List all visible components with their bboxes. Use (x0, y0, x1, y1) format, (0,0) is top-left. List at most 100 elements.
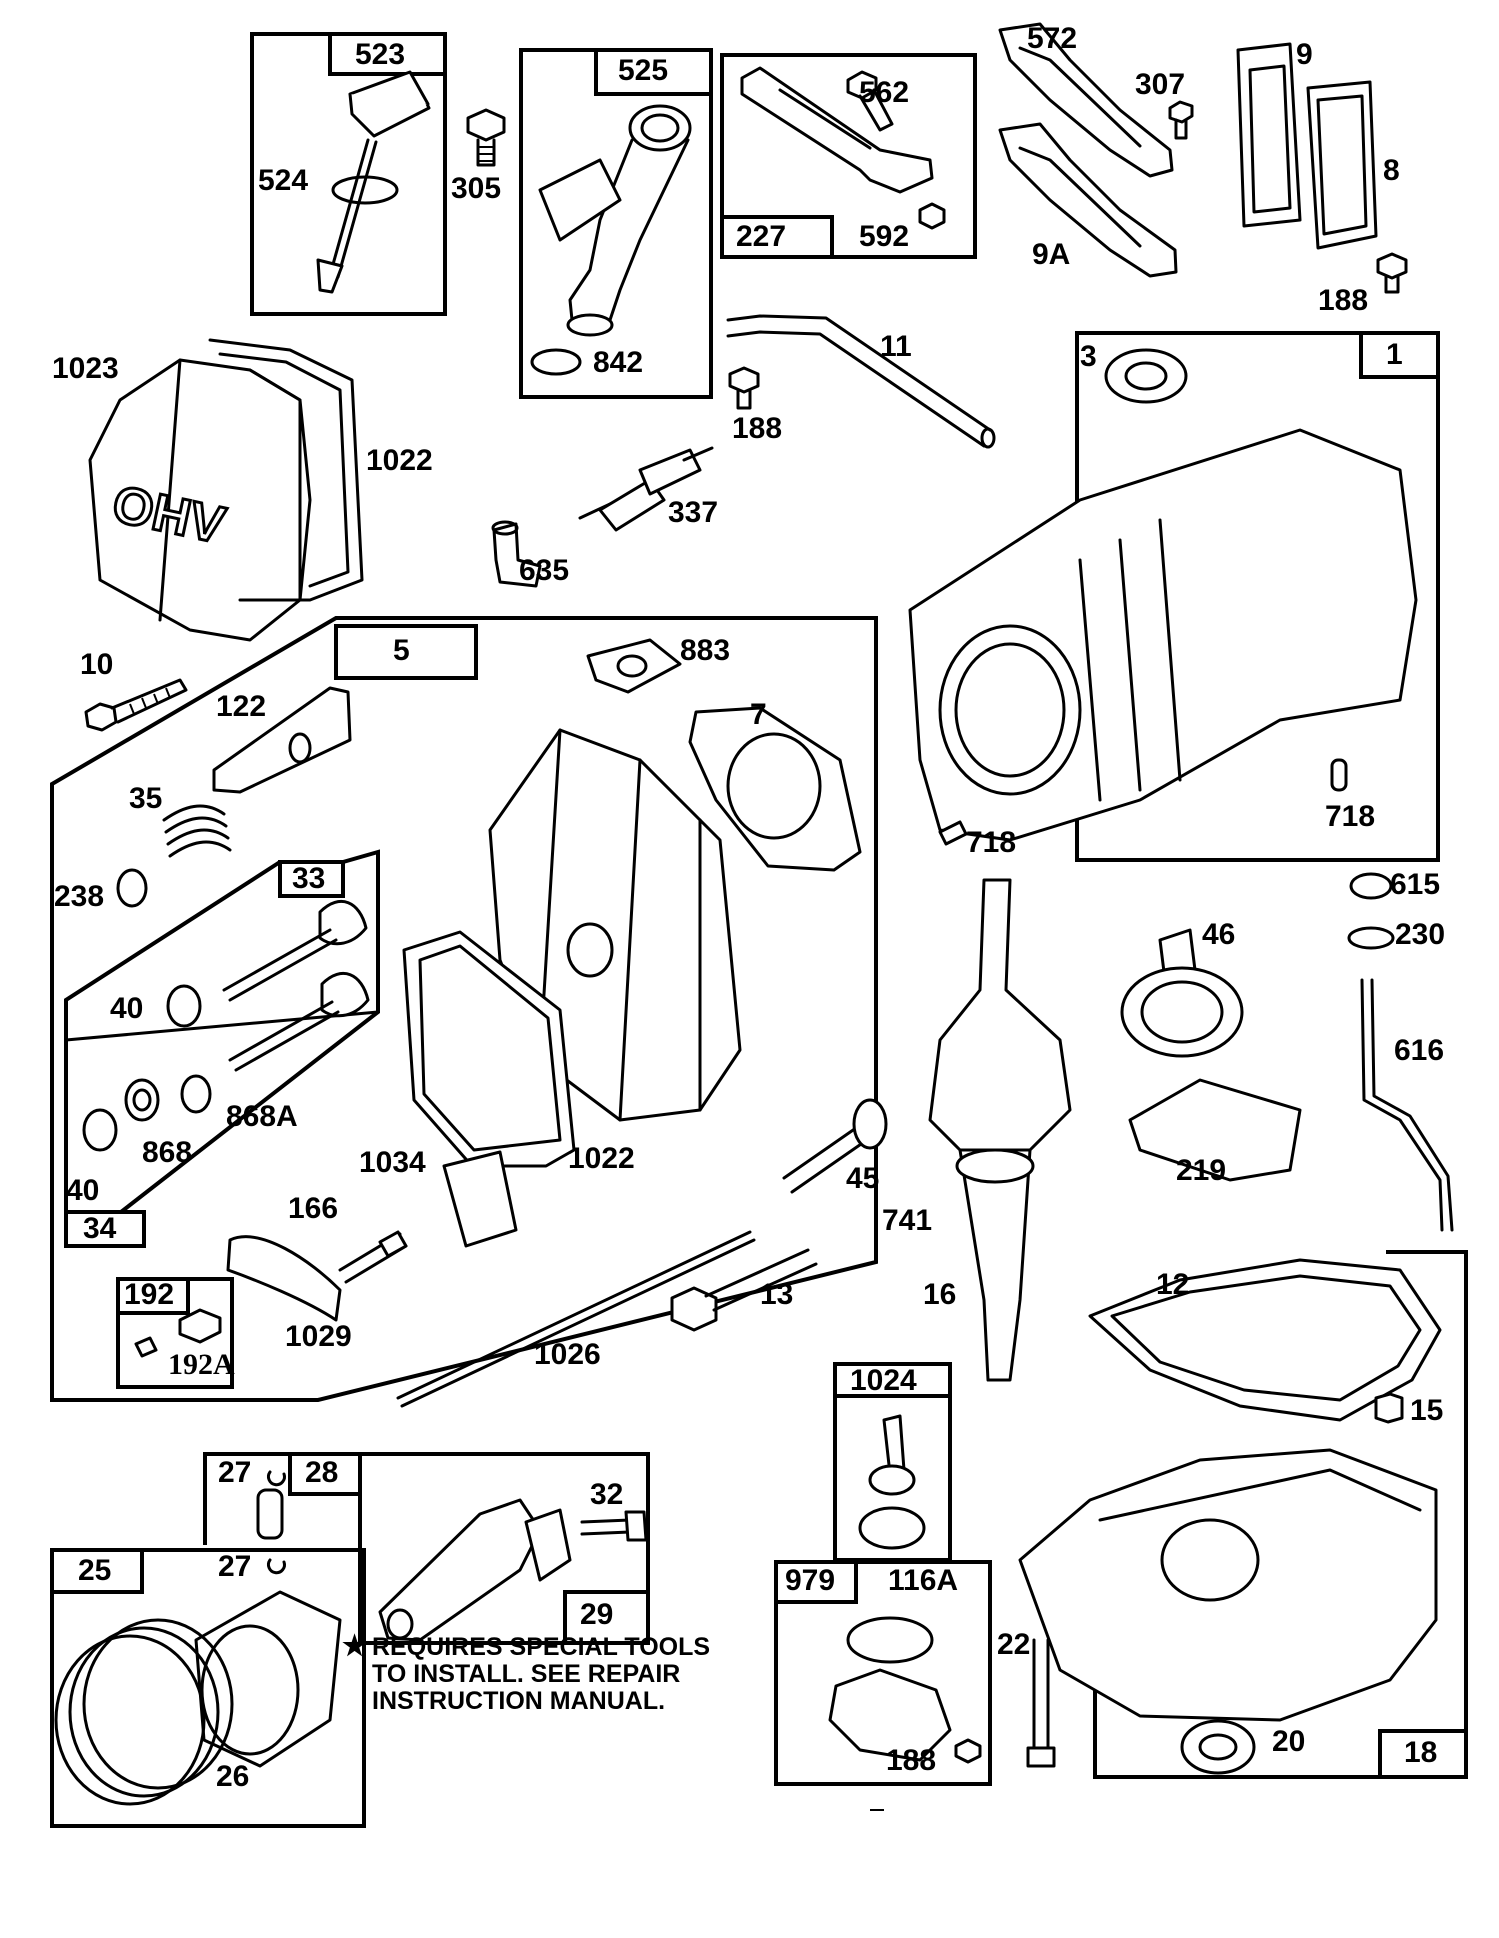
gasket-883-part (586, 638, 682, 694)
label-40-upper: 40 (110, 992, 144, 1025)
plug-15-part (1374, 1392, 1404, 1424)
governor-shaft-616-part (1360, 978, 1454, 1232)
label-718-right: 718 (1325, 800, 1376, 833)
label-227: 227 (736, 220, 787, 253)
cover-979-part (828, 1668, 952, 1762)
gasket-9a-part (998, 122, 1178, 278)
seal-20-part (1180, 1719, 1256, 1775)
label-32: 32 (590, 1478, 624, 1511)
head-gasket-7-part (688, 706, 862, 872)
label-1022-top: 1022 (366, 444, 433, 477)
label-27-upper: 27 (218, 1456, 252, 1489)
label-1029: 1029 (285, 1320, 352, 1353)
label-572: 572 (1027, 22, 1078, 55)
label-22: 22 (997, 1628, 1031, 1661)
note-line-3: INSTRUCTION MANUAL. (372, 1687, 666, 1715)
label-523: 523 (355, 38, 406, 71)
label-33: 33 (292, 862, 326, 895)
connecting-rod-29-part (378, 1498, 572, 1642)
bolt-10-part (84, 678, 188, 732)
nut-192a-part (134, 1336, 158, 1358)
kit-box-33 (64, 849, 380, 1248)
label-1023: 1023 (52, 352, 119, 385)
kit-box-25 (50, 1548, 366, 1828)
camshaft-46-part (1120, 928, 1244, 1058)
special-tools-note: ★ REQUIRES SPECIAL TOOLS TO INSTALL. SEE… (342, 1632, 711, 1715)
label-15: 15 (1410, 1394, 1444, 1427)
label-616: 616 (1394, 1034, 1445, 1067)
spring-35-part (162, 804, 232, 858)
label-29: 29 (580, 1598, 614, 1631)
bracket-227-part (740, 66, 946, 230)
label-40-lower: 40 (66, 1174, 100, 1207)
dowel-718-right-part (1330, 758, 1348, 792)
label-20: 20 (1272, 1725, 1306, 1758)
rocker-1029-part (226, 1235, 342, 1322)
label-337: 337 (668, 496, 719, 529)
kit-box-525 (519, 48, 713, 399)
kit-box-28 (203, 1452, 650, 1645)
label-166: 166 (288, 1192, 339, 1225)
label-27-lower: 27 (218, 1550, 252, 1583)
label-11: 11 (880, 330, 912, 363)
screw-188-part (1376, 252, 1408, 294)
label-13: 13 (760, 1278, 794, 1311)
bolt-305-part (466, 108, 506, 167)
breather-cover-8-part (1306, 80, 1378, 250)
label-868a: 868A (226, 1100, 298, 1133)
push-rod-1026-part (396, 1230, 756, 1408)
label-26: 26 (216, 1760, 250, 1793)
label-1026: 1026 (534, 1338, 601, 1371)
label-868: 868 (142, 1136, 193, 1169)
plate-122-part (212, 686, 352, 794)
note-line-1: REQUIRES SPECIAL TOOLS (372, 1633, 711, 1661)
stud-166-part (338, 1230, 408, 1284)
label-122: 122 (216, 690, 267, 723)
gasket-9-part (1236, 42, 1302, 228)
label-18: 18 (1404, 1736, 1438, 1769)
kit-box-18 (1093, 1250, 1468, 1779)
label-9a: 9A (1032, 238, 1071, 271)
bolt-13-part (670, 1248, 818, 1332)
label-524: 524 (258, 164, 309, 197)
label-305: 305 (451, 172, 502, 205)
screw-188-mid-part (728, 366, 760, 410)
washer-868a-part (180, 1074, 212, 1114)
dipstick-part (316, 70, 431, 294)
label-3: 3 (1080, 340, 1097, 373)
valve-exhaust-part (228, 971, 370, 1072)
label-188-top: 188 (1318, 284, 1369, 317)
clip-27-lower-part (266, 1558, 286, 1575)
label-883: 883 (680, 634, 731, 667)
screw-192-part (178, 1308, 222, 1344)
gasket-572-part (998, 22, 1174, 178)
screw-307-part (1168, 100, 1194, 140)
gasket-1022-lower-part (402, 930, 576, 1168)
label-7: 7 (750, 698, 767, 731)
clip-27-upper-part (266, 1470, 286, 1487)
seal-3-part (1104, 348, 1188, 404)
label-8: 8 (1383, 154, 1400, 187)
gear-615-part (1349, 872, 1393, 900)
label-979: 979 (785, 1564, 836, 1597)
label-16: 16 (923, 1278, 957, 1311)
screw-32-part (580, 1510, 648, 1542)
crankcase-1-part (908, 428, 1418, 842)
label-34: 34 (83, 1212, 117, 1245)
label-25: 25 (78, 1554, 112, 1587)
label-116a: 116A (888, 1564, 959, 1597)
label-9: 9 (1296, 38, 1313, 71)
screw-188-lower-part (954, 1738, 982, 1764)
label-192a: 192A (168, 1348, 235, 1381)
gasket-1022-top-part (208, 338, 364, 602)
gasket-12-part (1088, 1258, 1442, 1422)
kit-box-979 (774, 1560, 992, 1786)
label-741: 741 (882, 1204, 933, 1237)
label-525: 525 (618, 54, 669, 87)
plate-1034-part (442, 1150, 518, 1248)
label-12: 12 (1156, 1268, 1190, 1301)
kit-box-192 (116, 1277, 234, 1389)
label-230: 230 (1395, 918, 1446, 951)
valve-intake-part (222, 899, 368, 1002)
